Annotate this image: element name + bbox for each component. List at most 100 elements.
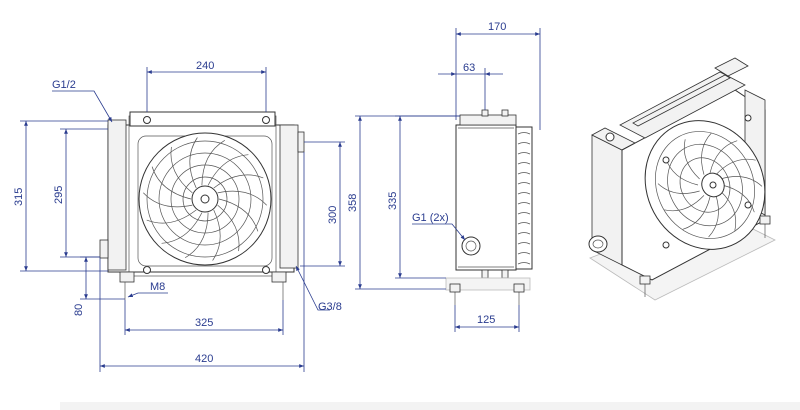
- footer-strip: [60, 402, 800, 410]
- side-bolt-top-right: [501, 109, 509, 117]
- isometric-view: [588, 57, 776, 301]
- side-fin: [517, 232, 531, 235]
- front-fan-spoke: [207, 154, 249, 186]
- front-left-tank: [107, 119, 127, 271]
- leader-g12: [52, 90, 113, 123]
- side-foot-block-right: [513, 283, 525, 293]
- front-fan-spoke: [201, 139, 225, 186]
- label-g38: G3/8: [318, 301, 342, 313]
- front-fan-spoke: [217, 190, 267, 206]
- side-fin: [517, 162, 531, 165]
- front-left-port: [99, 239, 109, 259]
- side-top-plate: [459, 114, 517, 126]
- side-dimensions: 170 63 358 335 G1 (2x) 125: [347, 21, 541, 332]
- front-right-port: [297, 131, 305, 153]
- side-fin: [517, 212, 531, 215]
- front-fan-spoke: [189, 137, 198, 189]
- side-fin: [517, 132, 531, 135]
- dim-315: 315: [13, 188, 25, 206]
- side-fin: [517, 242, 531, 245]
- dim-125: 125: [477, 314, 495, 326]
- front-bolt-br: [262, 266, 270, 274]
- iso-bolt-1: [662, 156, 670, 164]
- front-foot-left: [119, 271, 135, 283]
- side-bolt-top-left: [481, 109, 489, 117]
- dim-170: 170: [488, 21, 506, 33]
- iso-fan-spoke: [721, 184, 755, 213]
- front-view: [99, 111, 305, 300]
- label-g12: G1/2: [52, 79, 76, 91]
- iso-fan-spoke: [682, 196, 711, 230]
- side-bolt-bottom-right: [501, 269, 509, 279]
- front-fan-spoke: [185, 212, 209, 259]
- side-bolt-bottom-left: [481, 269, 489, 279]
- side-fin: [517, 172, 531, 175]
- side-fin: [517, 192, 531, 195]
- side-fin: [517, 142, 531, 145]
- side-fin: [517, 202, 531, 205]
- front-fan-spoke: [161, 212, 203, 244]
- front-fan-spoke: [151, 166, 192, 200]
- front-fan-spoke: [146, 209, 197, 224]
- iso-foot-block-1: [639, 275, 651, 285]
- iso-fan-spoke: [720, 190, 737, 231]
- iso-foot-block-2: [759, 215, 771, 225]
- front-fan-guard-2: [158, 152, 252, 246]
- iso-top-plate: [619, 71, 746, 139]
- side-view: [445, 109, 533, 305]
- front-fan-spokes: [143, 137, 267, 261]
- side-port-inner: [465, 240, 477, 252]
- iso-port-bottom-inner: [592, 239, 604, 249]
- front-dimensions: 240 G1/2 315 295 80 M8 325 G3/8: [13, 60, 345, 372]
- iso-fan-spokes: [657, 132, 763, 238]
- side-fan-fins: [517, 132, 531, 265]
- iso-fan-spoke: [715, 158, 756, 175]
- side-base: [445, 277, 531, 291]
- side-fin: [517, 222, 531, 225]
- dim-325: 325: [195, 317, 213, 329]
- front-top-plate: [129, 111, 276, 127]
- side-fin: [517, 262, 531, 265]
- iso-fan-guard-2: [667, 143, 743, 227]
- side-fin: [517, 152, 531, 155]
- dim-80: 80: [73, 304, 85, 316]
- dim-420: 420: [195, 353, 213, 365]
- front-fan-spoke: [212, 209, 221, 261]
- side-fin: [517, 252, 531, 255]
- front-fan-spoke: [213, 174, 264, 189]
- iso-top-rail: [632, 74, 731, 127]
- iso-bolt-4: [744, 201, 752, 209]
- iso-fan-spoke: [683, 139, 700, 180]
- front-foot-right: [271, 271, 287, 283]
- side-foot-block-left: [449, 283, 461, 293]
- front-fan-spoke: [217, 204, 240, 252]
- front-fan-spoke: [218, 198, 259, 232]
- front-bolt-tr: [262, 116, 270, 124]
- iso-fan-spoke: [701, 132, 712, 175]
- iso-fan-spoke: [708, 195, 719, 238]
- iso-fan-spoke: [709, 140, 738, 174]
- front-right-tank: [279, 124, 299, 269]
- iso-fan-spoke: [720, 176, 763, 187]
- iso-fan-spoke: [657, 183, 700, 194]
- side-fin: [517, 182, 531, 185]
- front-bolt-bl: [143, 266, 151, 274]
- dim-240: 240: [196, 60, 214, 72]
- front-fan-guard-4: [182, 176, 228, 222]
- front-fan-spoke: [143, 192, 193, 208]
- iso-fan-guard-1: [655, 131, 755, 239]
- label-m8: M8: [150, 281, 165, 293]
- front-fan-spoke: [170, 146, 193, 194]
- iso-fan-hub-center: [709, 181, 717, 189]
- front-fan-guard-1: [146, 140, 264, 258]
- iso-bolt-2: [744, 114, 752, 122]
- iso-top-cap: [714, 57, 749, 77]
- front-fan-hub-center: [200, 194, 210, 204]
- side-port-outer: [461, 236, 481, 256]
- front-bolt-tl: [143, 116, 151, 124]
- leader-g1: [412, 223, 466, 241]
- iso-port-top: [605, 132, 615, 142]
- dim-63: 63: [463, 62, 475, 74]
- label-g1: G1 (2x): [412, 212, 449, 224]
